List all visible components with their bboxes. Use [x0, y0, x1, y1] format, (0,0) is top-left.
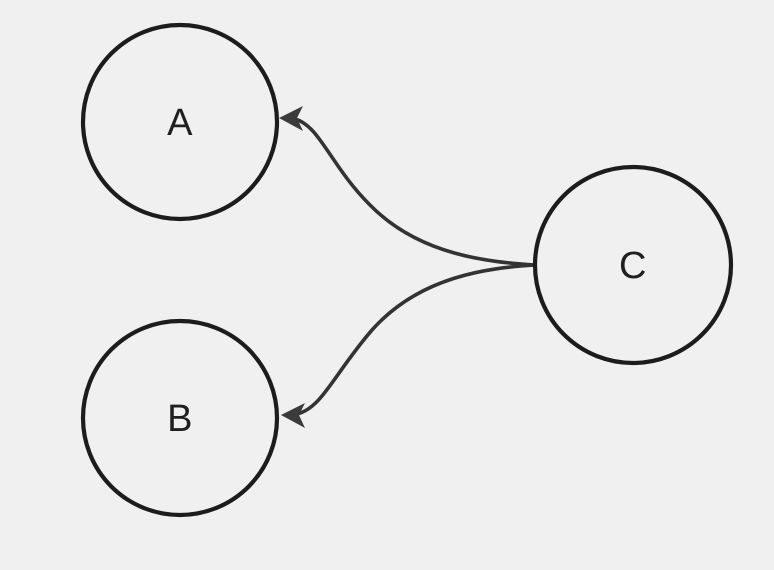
- node-group: A B C: [80, 22, 734, 518]
- node-c-circle: [532, 164, 734, 366]
- edge-c-to-a-arrowhead-icon: [279, 106, 303, 131]
- node-a[interactable]: A: [80, 22, 280, 222]
- node-a-label: A: [167, 102, 193, 144]
- node-b-label: B: [167, 398, 193, 440]
- edge-c-to-b[interactable]: [281, 263, 536, 428]
- edge-c-to-a[interactable]: [279, 106, 536, 267]
- node-c-label: C: [619, 245, 647, 287]
- node-b[interactable]: B: [80, 318, 280, 518]
- edge-c-to-a-path: [294, 117, 536, 267]
- node-b-circle: [80, 318, 280, 518]
- node-c[interactable]: C: [532, 164, 734, 366]
- node-a-circle: [80, 22, 280, 222]
- edge-c-to-b-arrowhead-icon: [281, 403, 305, 428]
- edge-group: [279, 106, 536, 428]
- edge-c-to-b-path: [296, 263, 536, 416]
